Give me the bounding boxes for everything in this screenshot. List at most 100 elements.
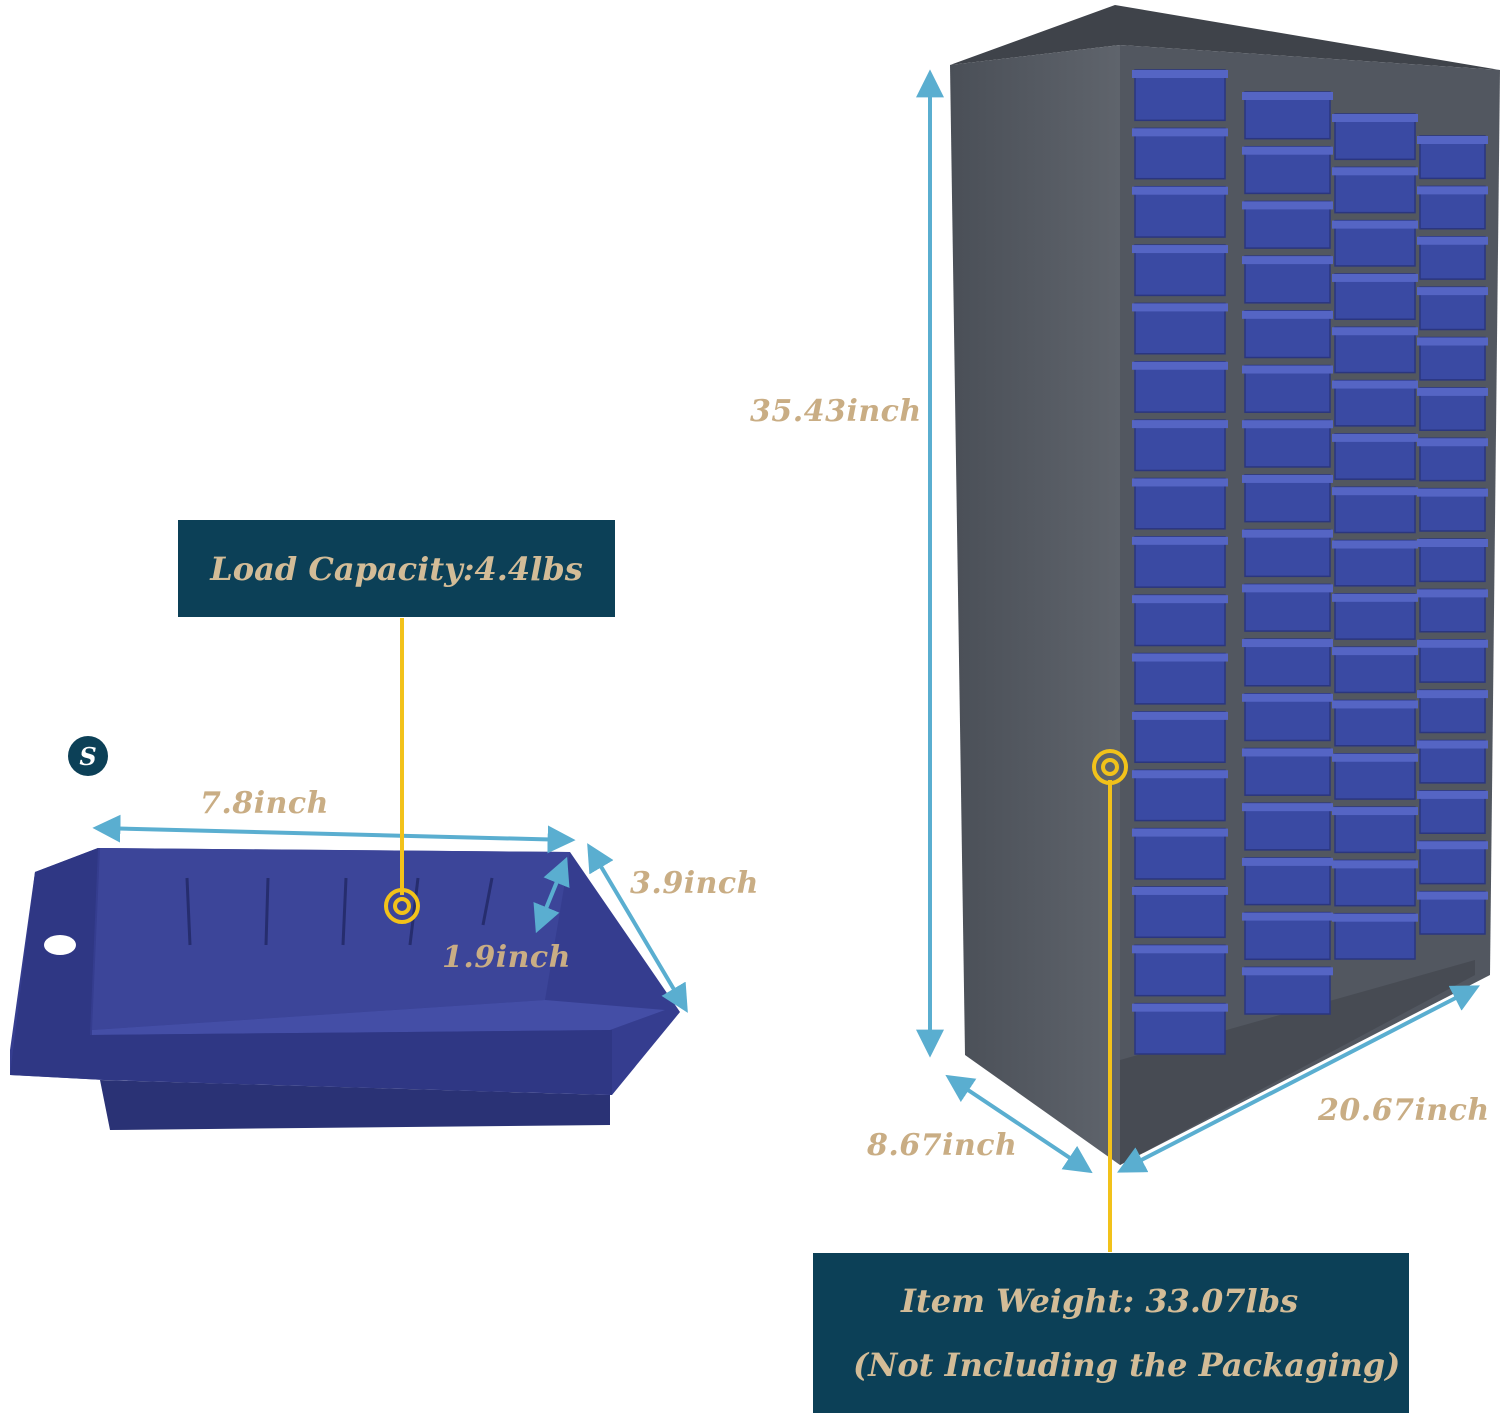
cabinet-drawer-lip [1132,420,1228,429]
cabinet-drawer-lip [1242,310,1333,319]
cabinet-drawer-lip [1132,536,1228,545]
cabinet-drawer-lip [1417,740,1488,749]
storage-bin [10,848,680,1130]
cabinet-drawer-lip [1417,488,1488,497]
cabinet-drawer-lip [1332,647,1418,656]
cabinet-drawer-lip [1132,595,1228,604]
cabinet-drawer-lip [1417,236,1488,245]
cabinet-drawer-lip [1417,539,1488,547]
bin-width-arrow [92,814,576,854]
cabinet-drawer-lip [1242,967,1333,976]
cabinet-drawer [1134,127,1226,180]
cabinet-drawer-lip [1417,136,1488,144]
cabinet-drawer-lip [1417,639,1488,648]
load-capacity-box: Load Capacity:4.4lbs [178,520,615,617]
cabinet-drawer-lip [1417,589,1488,598]
cabinet-drawer-lip [1132,770,1228,779]
cabinet-drawer-lip [1132,128,1228,137]
cabinet-drawer-lip [1132,886,1228,895]
cabinet-drawer-lip [1332,380,1418,389]
cabinet-drawer [1134,886,1226,939]
cabinet-drawer-lip [1417,790,1488,799]
bin-depth-label: 3.9inch [630,866,759,901]
cabinet-drawer-lip [1242,146,1333,155]
cabinet-drawer-lip [1242,474,1333,483]
cabinet-drawer-lip [1242,365,1333,374]
cabinet-drawer-lip [1332,753,1418,762]
cabinet-drawers [1132,69,1488,1055]
cabinet-drawer [1134,244,1226,297]
cabinet-drawer [1134,477,1226,530]
cabinet-drawer-lip [1132,711,1228,720]
cabinet-drawer-lip [1242,912,1333,921]
cabinet-drawer [1134,827,1226,880]
cabinet-drawer-lip [1332,807,1418,816]
cabinet-drawer-lip [1132,478,1228,487]
cabinet-drawer-lip [1332,540,1418,549]
cabinet-drawer-lip [1242,639,1333,648]
cabinet-width-label: 20.67inch [1318,1093,1490,1128]
cabinet-drawer-lip [1417,438,1488,447]
cabinet-drawer-lip [1242,256,1333,265]
cabinet-drawer-lip [1332,114,1418,122]
cabinet-drawer-lip [1242,584,1333,593]
load-callout-target-inner [393,897,411,915]
bin-height-arrow [533,856,570,934]
cabinet-drawer-lip [1332,220,1418,229]
cabinet-drawer-lip [1332,860,1418,869]
cabinet-depth-arrow [945,1074,1093,1174]
item-weight-label: Item Weight: 33.07lbs [901,1282,1299,1320]
cabinet-drawer-lip [1417,186,1488,195]
cabinet-drawer-lip [1132,945,1228,954]
cabinet-drawer-lip [1242,420,1333,429]
cabinet-drawer [1134,594,1226,647]
cabinet-drawer [1134,361,1226,413]
cabinet-drawer-lip [1417,841,1488,850]
cabinet-top [950,5,1500,70]
cabinet-drawer-lip [1417,891,1488,900]
bin-handle-slot [44,935,76,955]
bin-depth-arrow [587,843,688,1013]
weight-callout-target-outer [1092,749,1128,785]
cabinet-drawer-lip [1332,700,1418,709]
cabinet-drawer-lip [1242,857,1333,866]
cabinet-drawer [1134,536,1226,588]
cabinet-drawer-lip [1332,487,1418,496]
bin-width-label: 7.8inch [200,786,329,821]
cabinet-drawer [1134,185,1226,238]
load-capacity-label: Load Capacity:4.4lbs [210,549,583,588]
cabinet-drawer-lip [1132,70,1228,78]
cabinet-side [950,45,1120,1165]
cabinet-drawer-lip [1242,529,1333,538]
cabinet-drawer-lip [1242,92,1333,100]
cabinet-drawer-lip [1417,337,1488,346]
cabinet-drawer-lip [1417,387,1488,396]
cabinet-drawer-lip [1417,690,1488,699]
cabinet-drawer [1134,302,1226,355]
bin-inner-wall [92,848,570,1030]
cabinet-drawer-lip [1332,167,1418,176]
bin-bottom [100,1080,610,1130]
cabinet-drawer [1134,419,1226,472]
cabinet-drawer-lip [1132,653,1228,662]
cabinet-drawer-lip [1242,693,1333,702]
cabinet-drawer-lip [1332,433,1418,442]
item-weight-box: Item Weight: 33.07lbs (Not Including the… [813,1253,1409,1413]
bin-front-lip [10,848,612,1095]
cabinet-drawer-lip [1332,593,1418,602]
drawer-cabinet [950,5,1500,1165]
cabinet-drawer-lip [1332,913,1418,922]
load-callout-target-outer [384,888,420,924]
cabinet-drawer-lip [1132,1003,1228,1012]
weight-callout-target-inner [1101,758,1119,776]
cabinet-drawer-lip [1132,361,1228,370]
bin-height-label: 1.9inch [442,940,571,975]
bin-inner-floor [92,1000,665,1035]
cabinet-drawer-lip [1242,748,1333,757]
cabinet-depth-label: 8.67inch [867,1128,1018,1163]
size-badge: S [68,736,108,776]
cabinet-drawer-lip [1332,273,1418,282]
cabinet-drawer-lip [1132,186,1228,195]
